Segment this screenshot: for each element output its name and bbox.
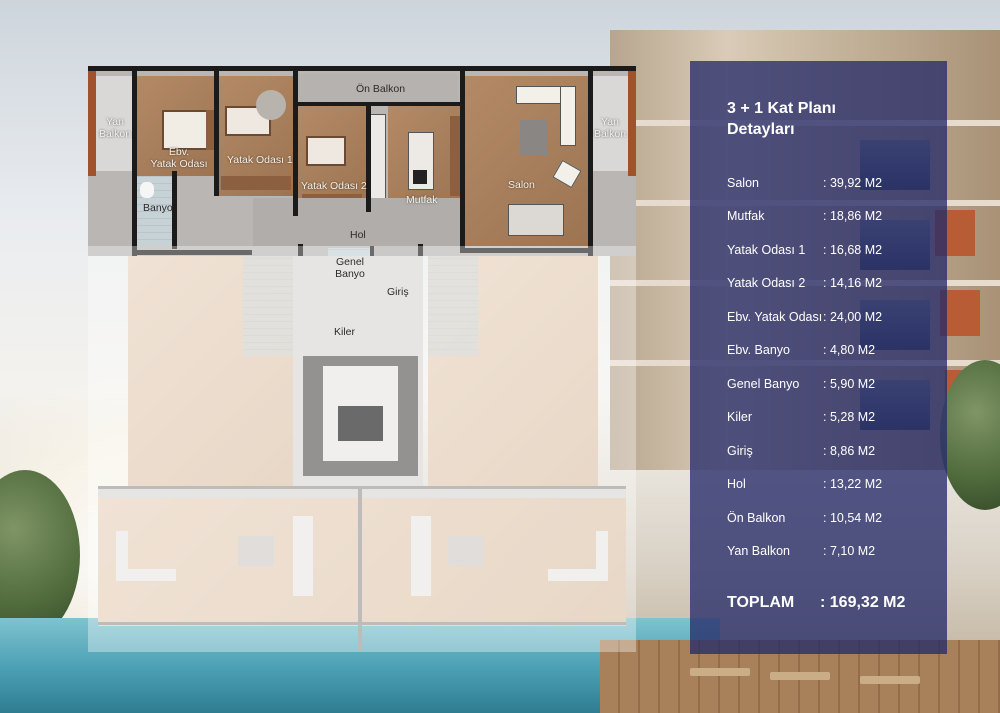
label-yatak-odasi-2: Yatak Odası 2 xyxy=(301,180,367,192)
area-row: Salon: 39,92 M2 xyxy=(727,176,883,190)
total-value: : 169,32 M2 xyxy=(820,594,906,611)
area-row: Hol: 13,22 M2 xyxy=(727,477,883,491)
sun-lounger xyxy=(770,672,830,680)
total-row: TOPLAM : 169,32 M2 xyxy=(727,594,905,612)
label-mutfak: Mutfak xyxy=(406,194,438,206)
label-yatak-odasi-1: Yatak Odası 1 xyxy=(227,154,293,166)
room-on-balkon xyxy=(298,74,458,102)
area-row: Mutfak: 18,86 M2 xyxy=(727,209,883,223)
sun-lounger xyxy=(860,676,920,684)
area-row: Giriş: 8,86 M2 xyxy=(727,444,876,458)
area-row: Genel Banyo: 5,90 M2 xyxy=(727,377,876,391)
label-on-balkon: Ön Balkon xyxy=(356,83,406,95)
total-label: TOPLAM xyxy=(727,594,795,611)
label-hol: Hol xyxy=(350,229,366,241)
area-row: Kiler: 5,28 M2 xyxy=(727,410,876,424)
area-row: Yan Balkon: 7,10 M2 xyxy=(727,544,876,558)
label-kiler: Kiler xyxy=(334,326,356,338)
area-row: Ebv. Yatak Odası: 24,00 M2 xyxy=(727,310,883,324)
area-row: Yatak Odası 2: 14,16 M2 xyxy=(727,276,883,290)
area-row: Yatak Odası 1: 16,68 M2 xyxy=(727,243,883,257)
label-ebv-yatak-odasi: Ebv.Yatak Odası xyxy=(150,146,208,171)
area-row: Ön Balkon: 10,54 M2 xyxy=(727,511,883,525)
label-salon: Salon xyxy=(508,179,535,191)
label-banyo: Banyo xyxy=(143,202,173,214)
room-hol xyxy=(253,198,463,246)
area-row: Ebv. Banyo: 4,80 M2 xyxy=(727,343,876,357)
room-yan-balkon-right xyxy=(591,76,629,171)
room-yan-balkon-left xyxy=(96,76,134,171)
sun-lounger xyxy=(690,668,750,676)
label-giris: Giriş xyxy=(387,286,409,298)
